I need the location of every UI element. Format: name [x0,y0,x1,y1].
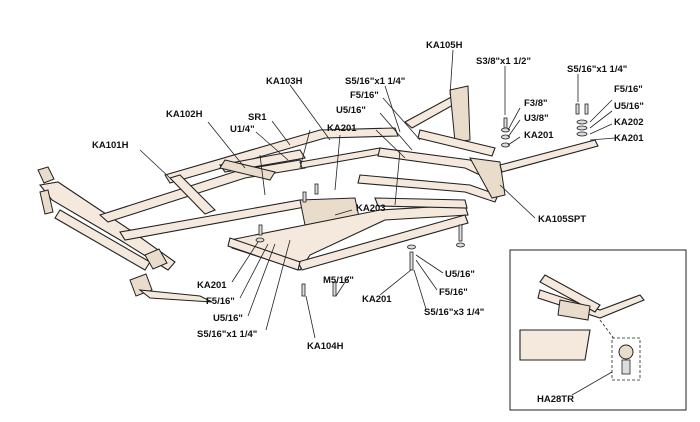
label-ha28tr: HA28TR [537,394,574,405]
label-ka201-farright: KA201 [614,133,644,144]
label-ka203: KA203 [356,203,386,214]
hitch-detail-inset [509,249,687,411]
leader-lines [139,49,616,339]
label-ka105spt: KA105SPT [538,214,586,225]
label-ka201-right: KA201 [524,130,554,141]
fasteners-drawing [255,103,589,297]
label-u516-bottom: U5/16" [445,269,475,280]
label-ka101h: KA101H [92,140,129,151]
label-u516-right: U5/16" [614,101,644,112]
label-u14: U1/4" [230,124,255,135]
label-sr1: SR1 [248,112,267,123]
label-u516-center: U5/16" [336,105,366,116]
label-f516-left: F5/16" [206,296,235,307]
label-u38: U3/8" [524,113,549,124]
label-ka201-center: KA201 [327,123,357,134]
label-ka201-left: KA201 [197,280,227,291]
label-ka105h: KA105H [426,40,463,51]
label-u516-left: U5/16" [213,313,243,324]
label-s516-center: S5/16"x1 1/4" [345,76,405,87]
label-f516-right: F5/16" [614,84,643,95]
label-m516: M5/16" [323,275,354,286]
label-s516-left: S5/16"x1 1/4" [197,329,257,340]
label-s516-bottom: S5/16"x3 1/4" [424,307,484,318]
part-labels: KA105H S3/8"x1 1/2" S5/16"x1 1/4" S5/16"… [92,40,644,405]
chassis-frame-drawing [37,85,599,303]
label-ka102h: KA102H [166,109,203,120]
label-f516-bottom: F5/16" [439,287,468,298]
label-ka201-bottom: KA201 [362,294,392,305]
label-ka104h: KA104H [307,341,344,352]
label-f38: F3/8" [524,98,548,109]
label-ka202: KA202 [614,117,644,128]
label-f516-center: F5/16" [350,90,379,101]
label-s38-bolt: S3/8"x1 1/2" [476,56,531,67]
label-ka103h: KA103H [266,76,303,87]
label-s516-topright: S5/16"x1 1/4" [567,64,627,75]
